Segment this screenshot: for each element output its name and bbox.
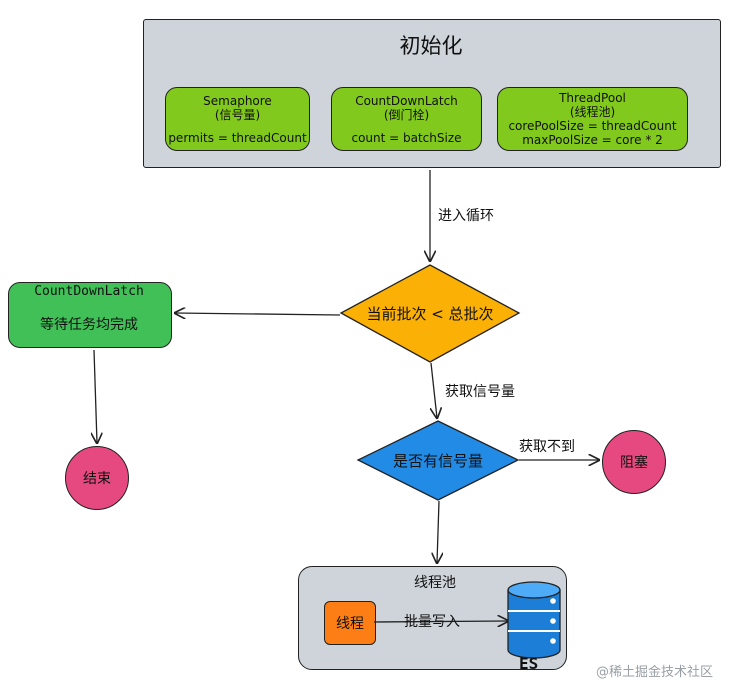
semaphore-permits: permits = threadCount	[168, 130, 307, 145]
threadpool-group-title: 线程池	[414, 575, 456, 591]
edge-semaphore-to-pool	[437, 500, 439, 563]
edge-label-enter-loop: 进入循环	[438, 208, 494, 224]
end-node: 结束	[65, 446, 129, 510]
threadpool-cn: (线程池)	[569, 105, 616, 119]
edge-label-batch-write: 批量写入	[404, 614, 460, 630]
database-label: ES	[519, 654, 539, 673]
edge-wait-to-end	[94, 349, 97, 443]
thread-box: 线程	[324, 601, 376, 645]
countdownlatch-box: CountDownLatch (倒门栓) count = batchSize	[331, 87, 482, 151]
edge-batch-to-semaphore	[431, 362, 437, 418]
blocked-node: 阻塞	[602, 430, 666, 494]
decision-semaphore-label: 是否有信号量	[392, 451, 483, 470]
threadpool-core: corePoolSize = threadCount	[508, 119, 677, 133]
decision-batch-diamond	[339, 264, 521, 363]
threadpool-box: ThreadPool (线程池) corePoolSize = threadCo…	[497, 87, 688, 151]
wait-box-title: CountDownLatch	[34, 284, 144, 299]
decision-semaphore-diamond	[356, 420, 520, 501]
edge-label-acquire-failed: 获取不到	[519, 439, 575, 455]
edge-batch-to-wait	[175, 313, 341, 315]
decision-batch-label: 当前批次 < 总批次	[366, 304, 494, 323]
countdownlatch-cn: (倒门栓)	[383, 107, 430, 122]
init-title: 初始化	[399, 34, 463, 58]
edge-thread-to-db	[373, 621, 508, 622]
threadpool-name: ThreadPool	[559, 91, 626, 105]
wait-box	[8, 282, 172, 348]
semaphore-cn: (信号量)	[214, 107, 261, 122]
semaphore-box: Semaphore (信号量) permits = threadCount	[165, 87, 310, 151]
semaphore-name: Semaphore	[203, 93, 272, 108]
edge-label-acquire-semaphore: 获取信号量	[445, 384, 515, 400]
threadpool-max: maxPoolSize = core * 2	[522, 133, 663, 147]
wait-box-text: 等待任务均完成	[40, 317, 138, 333]
watermark: @稀土掘金技术社区	[596, 665, 714, 680]
database-icon	[507, 581, 561, 659]
countdownlatch-count: count = batchSize	[351, 130, 462, 145]
countdownlatch-name: CountDownLatch	[355, 93, 458, 108]
